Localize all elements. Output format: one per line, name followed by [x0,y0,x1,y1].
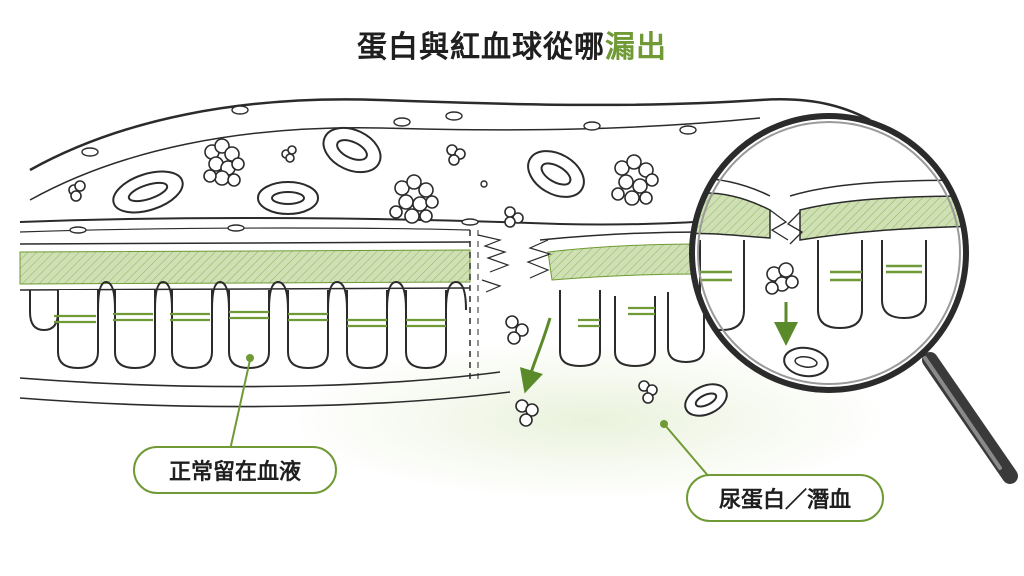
slit-diaphragms-left [54,310,446,328]
normal-leader-line [229,359,251,451]
callout-normal-text: 正常留在血液 [168,460,301,485]
podocyte-row-right [559,290,705,368]
membrane-bottom-line-left [19,287,471,291]
leak-wash [290,340,890,500]
title-main: 蛋白與紅血球從哪 [357,30,605,65]
small-cells [69,105,697,234]
magnified-detail [692,176,966,378]
diagram-title: 蛋白與紅血球從哪漏出 [0,22,1024,66]
callout-leak: 尿蛋白／潛血 [686,474,884,522]
protein-clusters [68,138,659,427]
magnifier-handle [922,352,1018,484]
torn-fibers [477,234,552,293]
podocyte-arches-left [29,280,467,332]
normal-leader-dot [246,354,254,362]
slit-diaphragms-right [578,306,655,328]
callout-leak-text: 尿蛋白／潛血 [718,488,851,513]
basement-membrane-right [547,243,701,281]
lumen-floor-2 [19,227,471,233]
red-blood-cells [112,126,728,417]
magnifier-rim [689,113,969,393]
basement-membrane-left [19,249,471,285]
leak-leader-dot [660,420,668,428]
lumen-floor [19,216,761,226]
podocyte-row-left [57,290,447,370]
bowman-wall-outer [19,391,511,408]
bowman-wall [19,371,501,388]
leak-leader-line [663,423,711,479]
magnifier-handle-shine [923,356,1002,470]
membrane-top-line-left [19,241,471,245]
callout-normal: 正常留在血液 [133,446,337,494]
vessel-wall-top [29,98,871,172]
leak-arrow [519,317,552,394]
membrane-top-line-right [539,231,701,241]
vessel-wall-top-inner [29,117,761,201]
title-highlight: 漏出 [605,30,667,65]
magnifier-rim-inner [697,121,961,385]
